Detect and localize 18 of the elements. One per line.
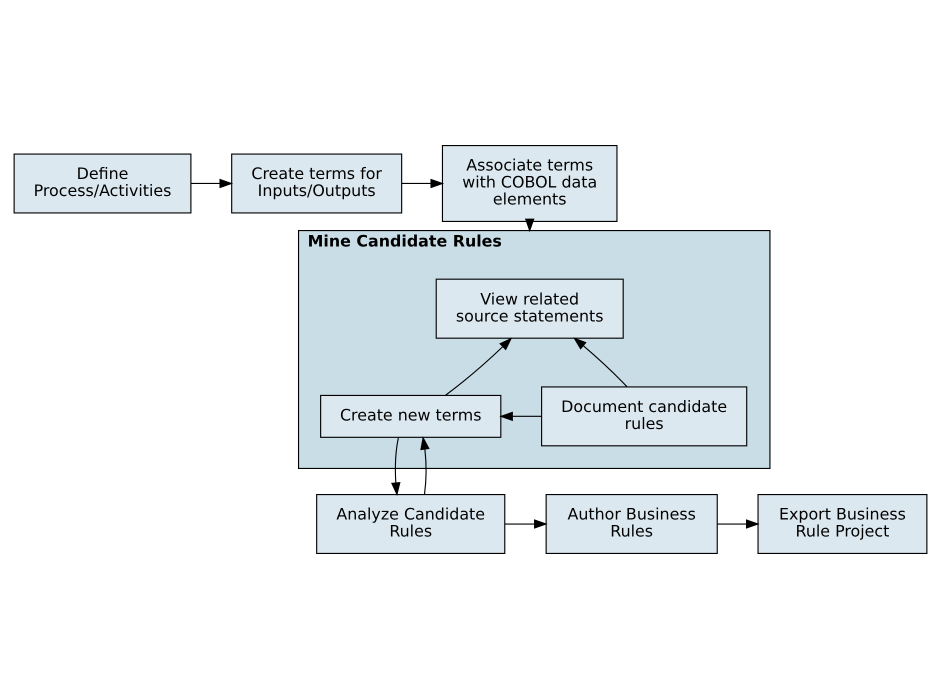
arrow bbox=[504, 518, 548, 528]
node-box: Export Business Rule Project bbox=[756, 493, 927, 554]
arrow bbox=[420, 436, 430, 494]
node-box: Document candidate rules bbox=[540, 386, 747, 446]
arrow bbox=[716, 518, 760, 528]
node-box: View related source statements bbox=[435, 278, 624, 338]
arrow bbox=[572, 336, 627, 387]
node-box: Analyze Candidate Rules bbox=[316, 493, 505, 554]
arrow bbox=[401, 178, 444, 188]
arrow bbox=[390, 437, 400, 496]
arrow bbox=[444, 336, 512, 396]
arrow bbox=[498, 411, 541, 421]
arrow bbox=[524, 218, 534, 232]
node-box: Define Process/Activities bbox=[13, 152, 191, 214]
node-box: Create new terms bbox=[320, 394, 501, 438]
arrow bbox=[190, 178, 233, 188]
node-box: Create terms for Inputs/Outputs bbox=[230, 152, 402, 214]
node-box: Author Business Rules bbox=[545, 493, 718, 554]
